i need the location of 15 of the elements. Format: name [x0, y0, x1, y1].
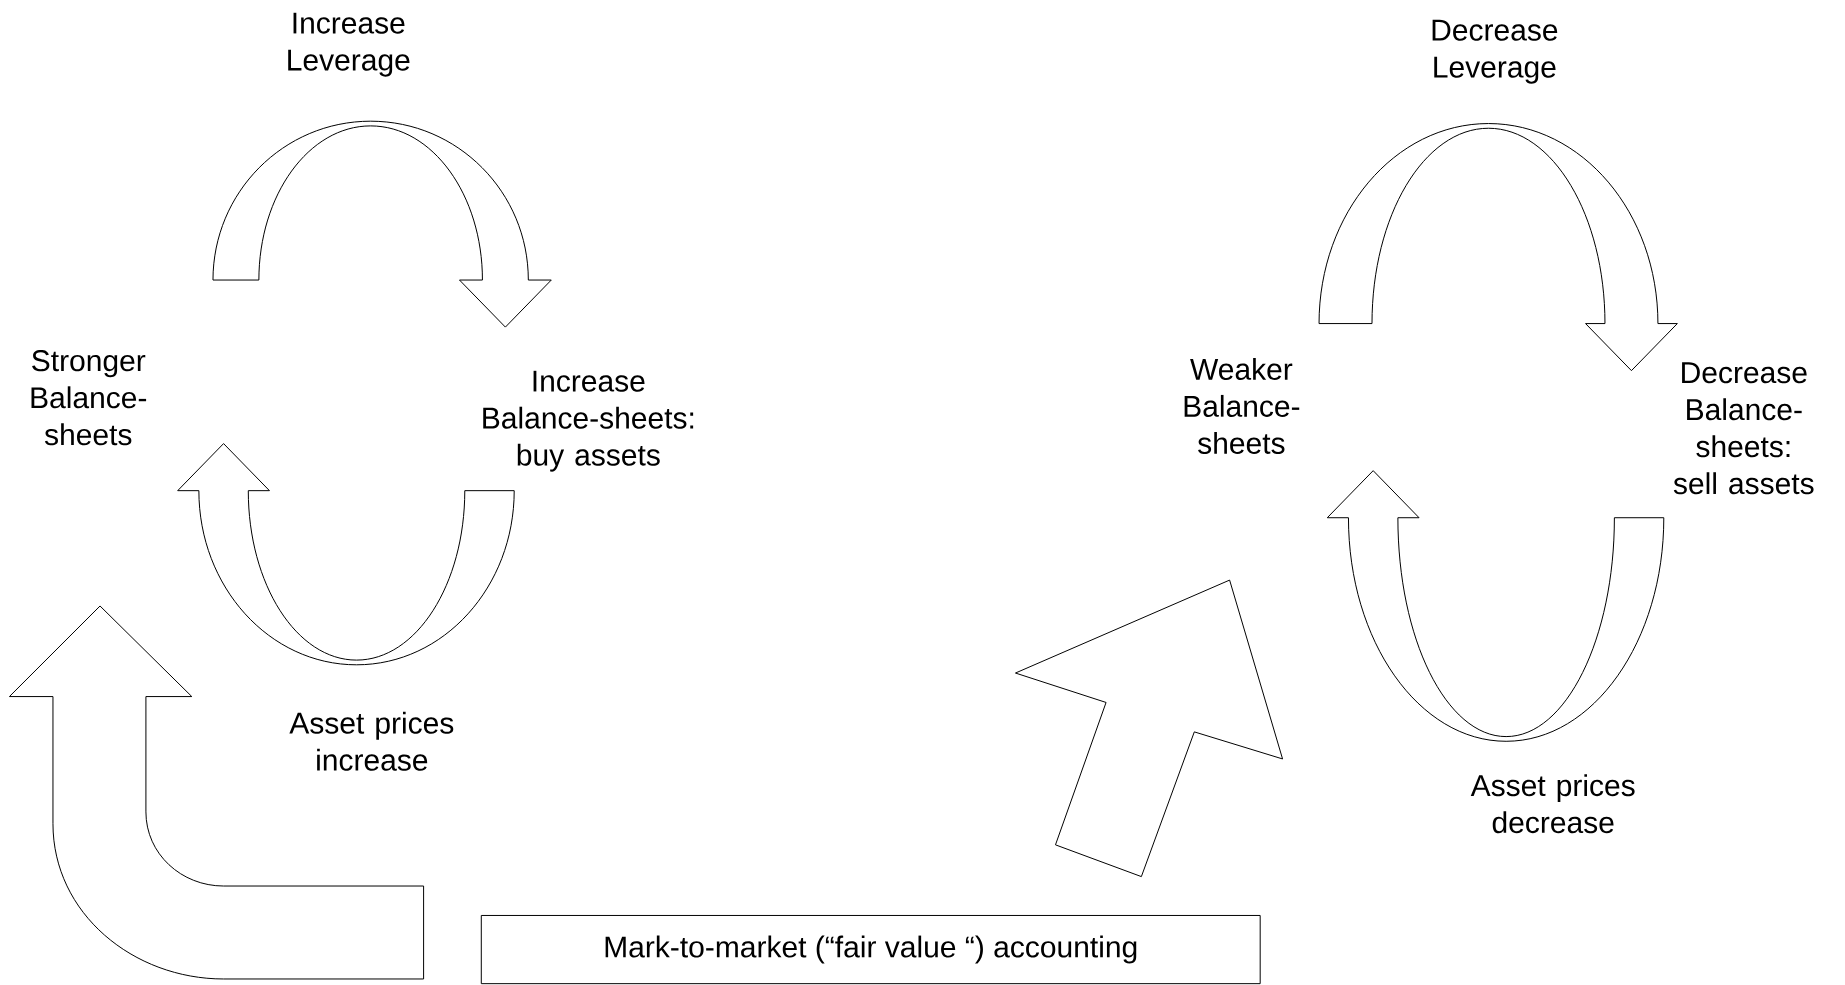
caption-text: Increase Leverage: [288, 12, 410, 77]
caption-text: Asset prices decrease: [1470, 774, 1635, 834]
text-box: Mark-to-market (“fair value “) accounting: [480, 915, 1261, 985]
block-arrow: [212, 120, 552, 328]
node-label: Weaker Balance-sheets: [1184, 358, 1300, 454]
node-label: Increase Balance-sheets: buy assets: [483, 370, 694, 472]
block-arrow: [177, 443, 515, 666]
caption-text: Decrease Leverage: [1432, 19, 1558, 84]
block-arrow: [1318, 123, 1678, 372]
node-label: Decrease Balance-sheets: sell assets: [1673, 362, 1814, 495]
caption-text: Asset prices increase: [289, 711, 454, 771]
block-arrow: [8, 605, 425, 980]
node-label: Stronger Balance-sheets: [31, 350, 147, 446]
block-arrow: [1326, 470, 1665, 742]
block-arrow: [1014, 579, 1284, 878]
